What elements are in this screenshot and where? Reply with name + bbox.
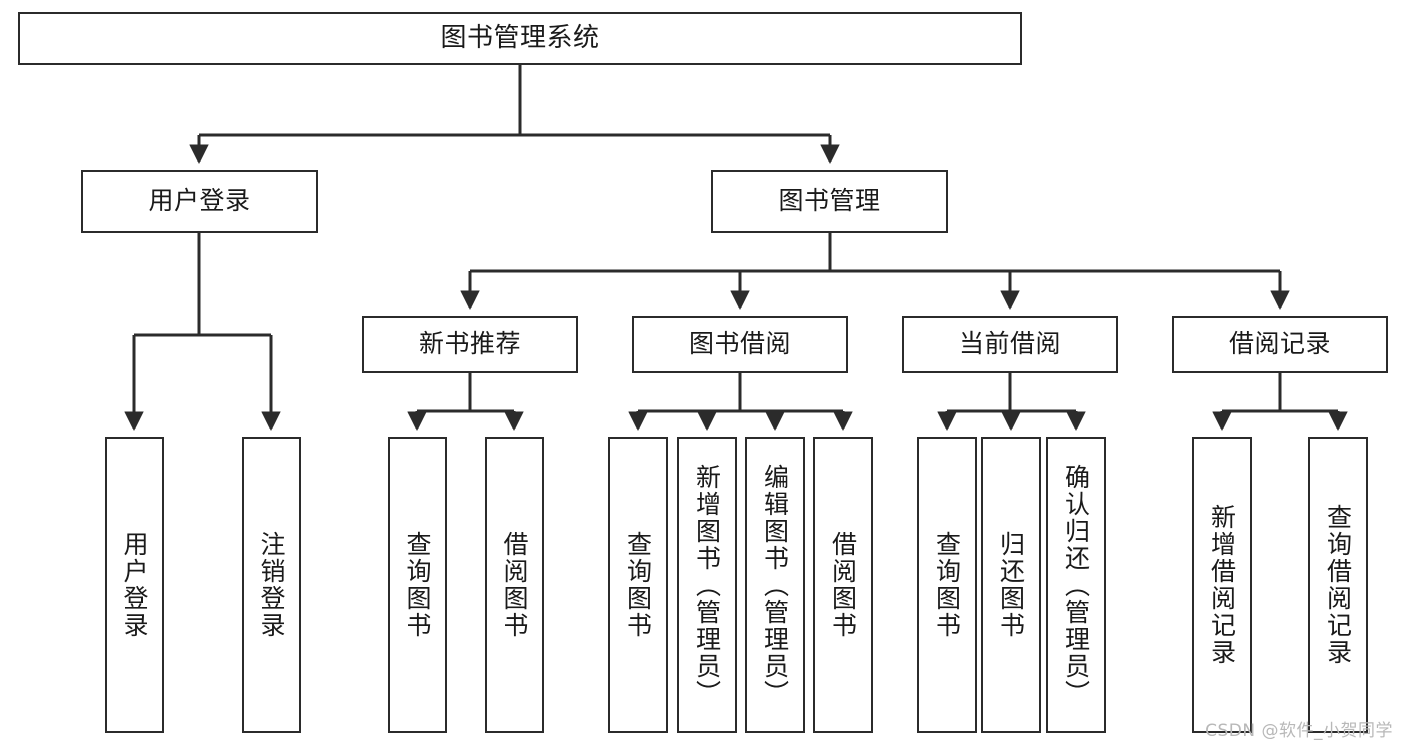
node-label: 借阅记录 [1228,329,1331,359]
leaf-query-book-recommend[interactable]: 查询图书 [388,437,447,733]
node-label: 查询图书 [623,531,653,639]
node-label: 图书管理系统 [440,22,600,53]
node-label: 查询借阅记录 [1323,504,1353,666]
leaf-user-login[interactable]: 用户登录 [105,437,164,733]
node-label: 新增图书（管理员） [692,463,722,707]
node-label: 查询图书 [932,531,962,639]
node-current-borrow[interactable]: 当前借阅 [902,316,1118,373]
node-user-login[interactable]: 用户登录 [81,170,318,233]
leaf-return-book[interactable]: 归还图书 [981,437,1041,733]
node-root-book-management-system[interactable]: 图书管理系统 [18,12,1022,65]
node-label: 编辑图书（管理员） [760,463,790,707]
node-label: 注销登录 [257,531,286,639]
node-label: 新书推荐 [418,329,521,359]
node-label: 归还图书 [996,531,1026,639]
node-label: 图书管理 [778,186,881,216]
node-book-borrow[interactable]: 图书借阅 [632,316,848,373]
node-label: 确认归还（管理员） [1061,463,1091,707]
leaf-query-borrow-record[interactable]: 查询借阅记录 [1308,437,1368,733]
node-label: 借阅图书 [500,531,529,639]
node-label: 当前借阅 [958,329,1061,359]
leaf-user-logout[interactable]: 注销登录 [242,437,301,733]
leaf-add-book-admin[interactable]: 新增图书（管理员） [677,437,737,733]
node-label: 用户登录 [120,531,149,639]
node-new-book-recommend[interactable]: 新书推荐 [362,316,578,373]
leaf-query-book-current[interactable]: 查询图书 [917,437,977,733]
leaf-borrow-book[interactable]: 借阅图书 [813,437,873,733]
leaf-query-book-borrow[interactable]: 查询图书 [608,437,668,733]
node-label: 新增借阅记录 [1207,504,1237,666]
node-book-management[interactable]: 图书管理 [711,170,948,233]
node-label: 用户登录 [148,186,251,216]
leaf-confirm-return-admin[interactable]: 确认归还（管理员） [1046,437,1106,733]
node-label: 借阅图书 [828,531,858,639]
leaf-add-borrow-record[interactable]: 新增借阅记录 [1192,437,1252,733]
node-borrow-record[interactable]: 借阅记录 [1172,316,1388,373]
node-label: 查询图书 [403,531,432,639]
node-label: 图书借阅 [688,329,791,359]
csdn-watermark: CSDN @软件_小贺同学 [1205,721,1393,741]
leaf-borrow-book-recommend[interactable]: 借阅图书 [485,437,544,733]
leaf-edit-book-admin[interactable]: 编辑图书（管理员） [745,437,805,733]
